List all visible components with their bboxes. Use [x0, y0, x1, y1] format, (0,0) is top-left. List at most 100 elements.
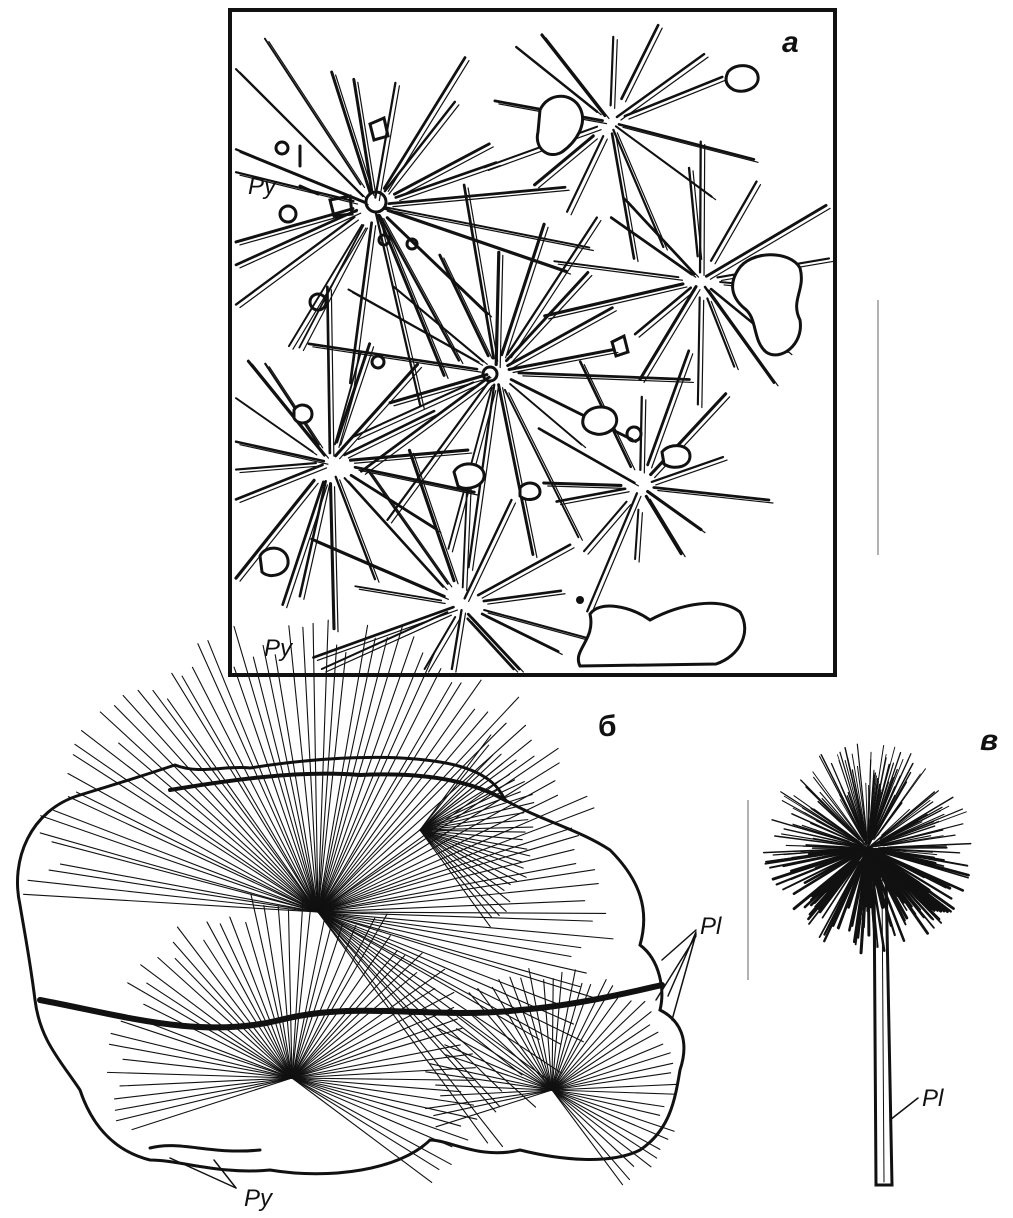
fan-needle: [100, 712, 318, 912]
leader-line: [890, 1098, 918, 1120]
needle: [468, 614, 519, 669]
fan-needle: [68, 797, 318, 912]
needle: [588, 505, 630, 554]
needle: [704, 145, 705, 276]
fan-needle: [552, 1090, 664, 1107]
needle: [240, 220, 358, 307]
inclusion-blob: [294, 405, 312, 423]
fan-needle: [292, 1078, 439, 1169]
panel-c-pl-label: Pl: [922, 1085, 944, 1112]
needle: [463, 481, 468, 588]
needle: [380, 215, 459, 360]
fan-needle: [446, 1055, 552, 1090]
needle: [557, 489, 626, 502]
groundmass-band: [150, 1146, 260, 1151]
fan-needle: [173, 942, 292, 1078]
fan-needle: [552, 1053, 670, 1090]
fan-needle: [115, 1078, 292, 1099]
needle: [265, 364, 318, 445]
needle: [639, 513, 642, 562]
fan-needle: [552, 1090, 668, 1139]
panel-c-letter: в: [980, 724, 998, 757]
needle: [509, 349, 614, 369]
panel-a-py-label-top: Py: [248, 173, 278, 200]
needle: [327, 287, 330, 453]
inclusion-blob: [537, 96, 582, 154]
needle: [639, 291, 695, 337]
fan-needle: [318, 781, 555, 912]
fan-needle: [552, 1032, 658, 1090]
fan-needle: [552, 1090, 657, 1158]
needle: [384, 218, 463, 363]
needle: [317, 610, 457, 660]
needle: [539, 429, 635, 483]
needle: [640, 287, 696, 380]
fan-needle: [318, 650, 436, 912]
needle: [240, 213, 361, 268]
fan-needle: [111, 1033, 292, 1078]
pyrite-grain: [379, 235, 389, 245]
needle: [658, 490, 773, 503]
needle: [622, 25, 659, 99]
pyrite-grain: [407, 239, 417, 249]
needle: [502, 224, 544, 354]
fan-needle: [292, 918, 375, 1078]
fan-needle: [153, 690, 318, 912]
needle: [349, 481, 447, 590]
needle: [700, 142, 701, 273]
fan-needle: [144, 1004, 292, 1078]
fan-needle: [318, 912, 580, 987]
needle: [587, 493, 637, 611]
needle: [624, 199, 694, 275]
needle: [689, 168, 698, 256]
needle: [332, 72, 370, 192]
needle: [389, 105, 459, 194]
inclusion-blob: [454, 464, 484, 488]
needle: [635, 510, 638, 559]
fan-needle: [82, 731, 318, 912]
needle: [611, 37, 614, 106]
inclusion-blob: [578, 603, 744, 666]
panel-c: в Pl: [764, 724, 998, 1185]
needle: [236, 463, 316, 470]
needle: [623, 127, 758, 162]
needle: [496, 252, 499, 364]
needle: [702, 300, 704, 407]
fan-needle: [552, 1090, 676, 1094]
inclusion-blob: [260, 548, 288, 575]
fan-needle: [552, 1001, 645, 1090]
needle: [293, 228, 366, 349]
needle: [240, 445, 328, 464]
panel-b: б Pl Py: [18, 620, 723, 1212]
fan-needle: [54, 810, 318, 912]
needle: [348, 414, 438, 458]
pyrite-grain: [280, 206, 296, 222]
needle: [385, 102, 455, 191]
inclusion-blob: [662, 446, 690, 468]
panel-a-needle-sprays: [236, 25, 833, 672]
inclusion-blob: [520, 483, 540, 499]
pyrite-grain: [612, 336, 628, 356]
fan-needle: [318, 912, 548, 1080]
fan-needle: [158, 958, 292, 1078]
needle: [393, 190, 569, 206]
fan-needle: [68, 774, 318, 912]
needle: [468, 188, 498, 361]
needle: [558, 264, 682, 280]
needle: [617, 54, 704, 117]
needle: [619, 124, 754, 159]
panel-b-pl-label: Pl: [700, 913, 722, 940]
fan-needle: [115, 1078, 292, 1110]
needle: [646, 496, 681, 553]
needle: [626, 28, 663, 102]
needle: [514, 387, 586, 448]
fan-needle: [292, 1078, 474, 1105]
needle: [615, 40, 618, 109]
needle: [617, 133, 667, 250]
needle: [240, 468, 327, 503]
needle: [331, 290, 334, 456]
panel-a-py-label-bottom: Py: [264, 635, 294, 662]
needle: [543, 432, 639, 486]
leader-line: [170, 1158, 236, 1188]
